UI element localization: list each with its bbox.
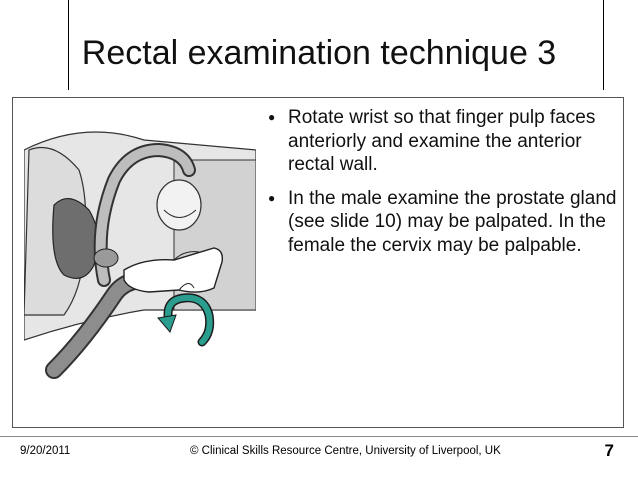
left-rule xyxy=(68,0,69,90)
footer-copyright: © Clinical Skills Resource Centre, Unive… xyxy=(190,445,501,457)
slide-title: Rectal examination technique 3 xyxy=(81,34,557,72)
bullet-text: Rotate wrist so that finger pulp faces a… xyxy=(288,107,596,175)
bullet-list: ● Rotate wrist so that finger pulp faces… xyxy=(268,106,618,267)
bullet-dot-icon: ● xyxy=(268,110,276,124)
bullet-text: In the male examine the prostate gland (… xyxy=(288,187,617,256)
rectal-exam-illustration xyxy=(24,131,256,379)
content-frame xyxy=(12,97,624,428)
bullet-item: ● In the male examine the prostate gland… xyxy=(268,187,618,258)
page-number: 7 xyxy=(604,441,614,460)
slide-footer: 9/20/2011 © Clinical Skills Resource Cen… xyxy=(0,436,638,465)
bullet-item: ● Rotate wrist so that finger pulp faces… xyxy=(268,106,618,177)
right-rule xyxy=(603,0,604,90)
bullet-dot-icon: ● xyxy=(268,190,276,205)
footer-date: 9/20/2011 xyxy=(20,445,71,457)
